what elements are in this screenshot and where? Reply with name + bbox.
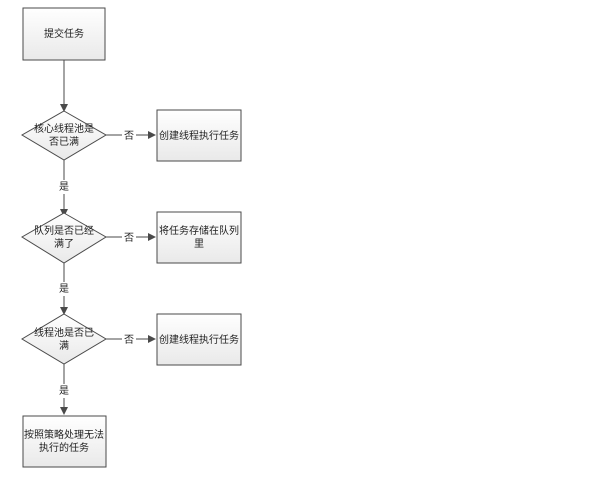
action-2-line-1: 将任务存储在队列 <box>159 224 239 237</box>
decision-3-line-1: 线程池是否已 <box>34 326 94 339</box>
decision-queue-full: 队列是否已经 满了 <box>21 212 107 264</box>
decision-2-line-1: 队列是否已经 <box>34 224 94 237</box>
action-1-line-1: 创建线程执行任务 <box>159 129 239 142</box>
decision-3-line-2: 满 <box>59 340 69 352</box>
decision-1-line-1: 核心线程池是 <box>34 122 94 135</box>
action-2-line-2: 里 <box>194 238 204 250</box>
no-label-3: 否 <box>124 334 134 346</box>
action-create-thread-2: 创建线程执行任务 <box>156 313 242 366</box>
end-node-reject-policy: 按照策略处理无法 执行的任务 <box>22 415 107 468</box>
start-node-text: 提交任务 <box>44 27 84 40</box>
decision-2-line-2: 满了 <box>54 238 74 250</box>
yes-label-3: 是 <box>59 385 69 397</box>
no-label-2: 否 <box>124 232 134 244</box>
decision-1-line-2: 否已满 <box>49 136 79 148</box>
yes-label-1: 是 <box>59 181 69 193</box>
action-create-thread-1: 创建线程执行任务 <box>156 109 242 162</box>
decision-pool-full: 线程池是否已 满 <box>21 313 107 365</box>
no-label-1: 否 <box>124 130 134 142</box>
end-line-2: 执行的任务 <box>39 441 89 454</box>
decision-core-pool-full: 核心线程池是 否已满 <box>21 110 107 161</box>
yes-label-2: 是 <box>59 283 69 295</box>
start-node: 提交任务 <box>22 7 106 61</box>
action-3-line-1: 创建线程执行任务 <box>159 333 239 346</box>
action-store-in-queue: 将任务存储在队列 里 <box>156 211 242 264</box>
end-line-1: 按照策略处理无法 <box>24 428 104 441</box>
